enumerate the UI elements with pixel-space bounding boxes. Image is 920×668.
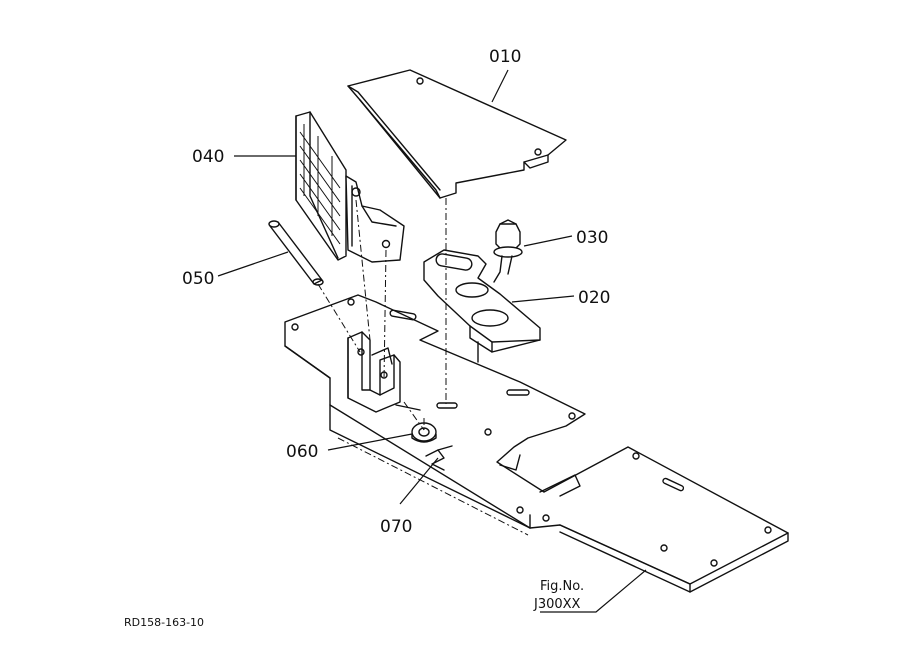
label-040: 040 <box>192 147 224 167</box>
label-030: 030 <box>576 228 608 248</box>
assembly-centerlines <box>317 198 447 432</box>
label-070: 070 <box>380 517 412 537</box>
drawing-reference-code: RD158-163-10 <box>124 616 204 629</box>
hinge-bracket <box>347 331 421 413</box>
washer-060 <box>411 422 437 443</box>
stopper-bracket-020 <box>423 249 541 363</box>
clip-070 <box>425 445 453 471</box>
label-050: 050 <box>182 269 214 289</box>
pin-050 <box>268 220 324 286</box>
label-020: 020 <box>578 288 610 308</box>
cover-plate-010 <box>347 69 567 199</box>
leader-lines <box>217 69 647 613</box>
fig-number-label: Fig.No. <box>540 579 584 594</box>
pedal-tread-grid <box>299 124 341 245</box>
label-010: 010 <box>489 47 521 67</box>
floor-plate <box>284 294 789 593</box>
bolt-030 <box>493 219 523 283</box>
fig-number-code: J300XX <box>533 597 581 612</box>
pedal-040 <box>295 111 405 263</box>
label-060: 060 <box>286 442 318 462</box>
